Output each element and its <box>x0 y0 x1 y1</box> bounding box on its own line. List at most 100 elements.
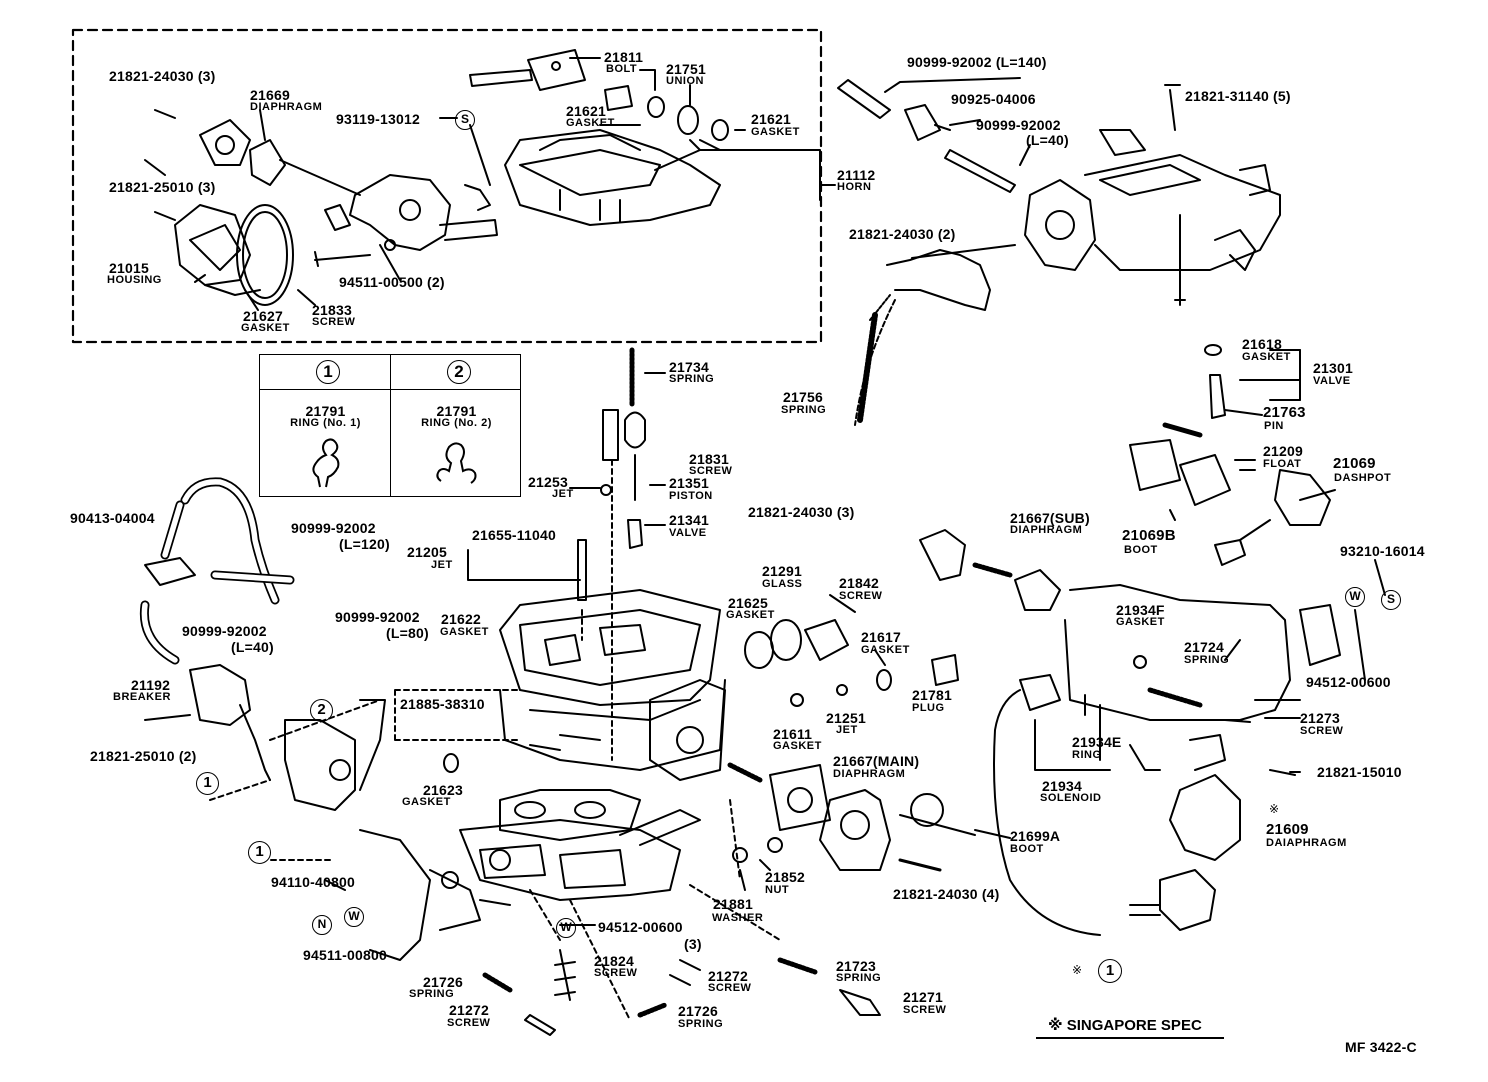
callout-90999-92002-40b-len: (L=40) <box>231 639 274 655</box>
symbol-n: N <box>312 915 332 935</box>
callout-90999-92002-120-len: (L=120) <box>339 536 390 552</box>
callout-21623-name: GASKET <box>402 796 451 808</box>
symbol-two: 2 <box>447 360 471 384</box>
callout-21781-name: PLUG <box>912 702 945 714</box>
callout-21272-lower-name: SCREW <box>447 1017 491 1029</box>
valve-21301 <box>1209 374 1226 419</box>
callout-21271: 21271 <box>903 989 943 1005</box>
callout-21655-11040: 21655-11040 <box>472 527 556 543</box>
callout-21821-15010: 21821-15010 <box>1317 764 1402 780</box>
symbol-w-left: W <box>344 907 364 927</box>
ring-no2-sketch <box>436 442 477 484</box>
callout-21821-31140: 21821-31140 (5) <box>1185 88 1291 104</box>
callout-21301: 21301 <box>1313 360 1353 376</box>
callout-21617: 21617 <box>861 629 901 645</box>
callout-21273-name: SCREW <box>1300 725 1344 737</box>
solenoid-21934 <box>1019 674 1061 711</box>
callout-21625: 21625 <box>728 595 768 611</box>
callout-21621-b: 21621 <box>751 111 791 127</box>
callout-21763-name: PIN <box>1264 420 1284 432</box>
hose-40 <box>944 149 1016 193</box>
union-part <box>677 105 699 135</box>
callout-21351-name: PISTON <box>669 490 713 502</box>
callout-21751-name: UNION <box>666 75 704 87</box>
callout-21724: 21724 <box>1184 639 1224 655</box>
callout-21824-name: SCREW <box>594 967 638 979</box>
callout-21272-qty: (3) <box>684 936 702 952</box>
symbol-one-marker-b: 1 <box>248 841 271 864</box>
boot-21069B <box>1214 539 1246 566</box>
glass-cover <box>804 619 849 661</box>
symbol-w-right: W <box>1345 587 1365 607</box>
callout-93210-16014: 93210-16014 <box>1340 543 1425 559</box>
callout-21627-name: GASKET <box>241 322 290 334</box>
hose-140 <box>837 79 891 119</box>
callout-21934F: 21934F <box>1116 602 1165 618</box>
callout-21751: 21751 <box>666 61 706 77</box>
callout-21726-left: 21726 <box>423 974 463 990</box>
callout-94110-40800: 94110-40800 <box>271 874 355 890</box>
callout-21934E: 21934E <box>1072 734 1122 750</box>
callout-21623: 21623 <box>423 782 463 798</box>
callout-21069B: 21069B <box>1122 527 1176 544</box>
callout-21192-name: BREAKER <box>113 691 171 703</box>
callout-21667-sub-name: DIAPHRAGM <box>1010 524 1083 536</box>
main-diaphragm-21667 <box>769 764 831 831</box>
callout-21069-name: DASHPOT <box>1334 472 1392 484</box>
callout-21831-name: SCREW <box>689 465 733 477</box>
symbol-one: 1 <box>316 360 340 384</box>
tee-90413 <box>144 557 196 586</box>
callout-21251-name: JET <box>836 724 858 736</box>
callout-21881-name: WASHER <box>712 912 764 924</box>
callout-90999-92002-40b: 90999-92002 <box>182 623 267 639</box>
legend-col-2: 2 21791 RING (No. 2) <box>391 355 522 496</box>
callout-21833-name: SCREW <box>312 316 356 328</box>
connector-plug <box>1159 869 1216 931</box>
callout-21272-lower: 21272 <box>449 1002 489 1018</box>
spring-21723-top <box>619 809 701 846</box>
callout-21611-name: GASKET <box>773 740 822 752</box>
callout-21831: 21831 <box>689 451 729 467</box>
callout-21622-name: GASKET <box>440 626 489 638</box>
throttle-lever <box>359 829 431 961</box>
breaker-part <box>189 664 251 726</box>
glass-21291 <box>770 619 802 661</box>
sub-diaphragm-cover <box>919 529 966 581</box>
screw-21272-lower <box>524 1014 556 1036</box>
symbol-one-marker-c: 1 <box>1098 959 1122 983</box>
callout-21667-main-name: DIAPHRAGM <box>833 768 906 780</box>
bracket-94512 <box>1299 604 1341 666</box>
symbol-one-marker-a: 1 <box>196 772 219 795</box>
callout-21821-24030-4: 21821-24030 (4) <box>893 886 1000 902</box>
dashpot-21069 <box>1274 469 1331 526</box>
callout-21622: 21622 <box>441 611 481 627</box>
dashpot-assembly <box>1024 179 1096 271</box>
ring-legend: 1 21791 RING (No. 1) 2 21791 RING (No. 2… <box>259 354 521 497</box>
callout-21209-name: FLOAT <box>1263 458 1302 470</box>
callout-21667-sub: 21667(SUB) <box>1010 510 1090 526</box>
callout-21621-b-name: GASKET <box>751 126 800 138</box>
horn-part <box>504 129 721 226</box>
callout-21621-a-name: GASKET <box>566 117 615 129</box>
note-underline <box>1036 1037 1224 1039</box>
callout-21112-name: HORN <box>837 181 872 193</box>
symbol-w-bottom: W <box>556 918 576 938</box>
callout-21821-24030-2: 21821-24030 (2) <box>849 226 956 242</box>
callout-90925-04006: 90925-04006 <box>951 91 1036 107</box>
callout-21821-24030-3b: 21821-24030 (3) <box>748 504 855 520</box>
housing-part <box>174 204 251 286</box>
callout-90999-92002-40a-len: (L=40) <box>1026 132 1069 148</box>
callout-94512-00600-right: 94512-00600 <box>1306 674 1391 690</box>
callout-21015: 21015 <box>109 260 149 276</box>
legend-1-part: 21791 <box>305 403 346 419</box>
diaphragm-cover-part <box>199 119 251 166</box>
callout-21291-name: GLASS <box>762 578 803 590</box>
callout-90413-04004: 90413-04004 <box>70 510 155 526</box>
callout-21833: 21833 <box>312 302 352 318</box>
callout-93119-13012: 93119-13012 <box>336 111 420 127</box>
callout-21885-38310: 21885-38310 <box>400 696 485 712</box>
callout-90999-92002-40a: 90999-92002 <box>976 117 1061 133</box>
callout-21881: 21881 <box>713 896 753 912</box>
callout-94512-00600-bottom: 94512-00600 <box>598 919 683 935</box>
